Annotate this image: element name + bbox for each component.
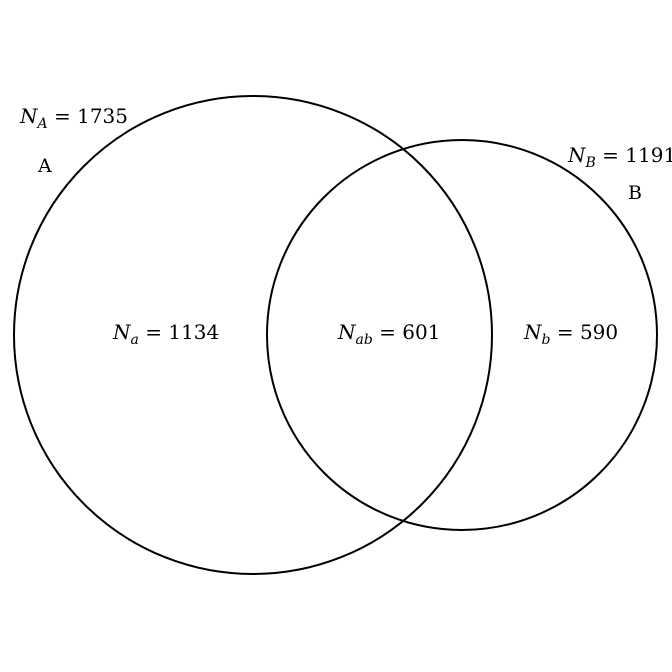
set-b-total-label: NB = 1191 [567,143,672,171]
intersection-label: Nab = 601 [337,320,440,348]
set-b-circle [266,139,658,531]
set-b-name: B [628,182,642,204]
set-a-name: A [37,155,52,177]
set-b-only-label: Nb = 590 [523,320,618,348]
set-a-only-label: Na = 1134 [112,320,219,348]
set-a-total-label: NA = 1735 [19,104,128,132]
set-a-circle [13,95,493,575]
